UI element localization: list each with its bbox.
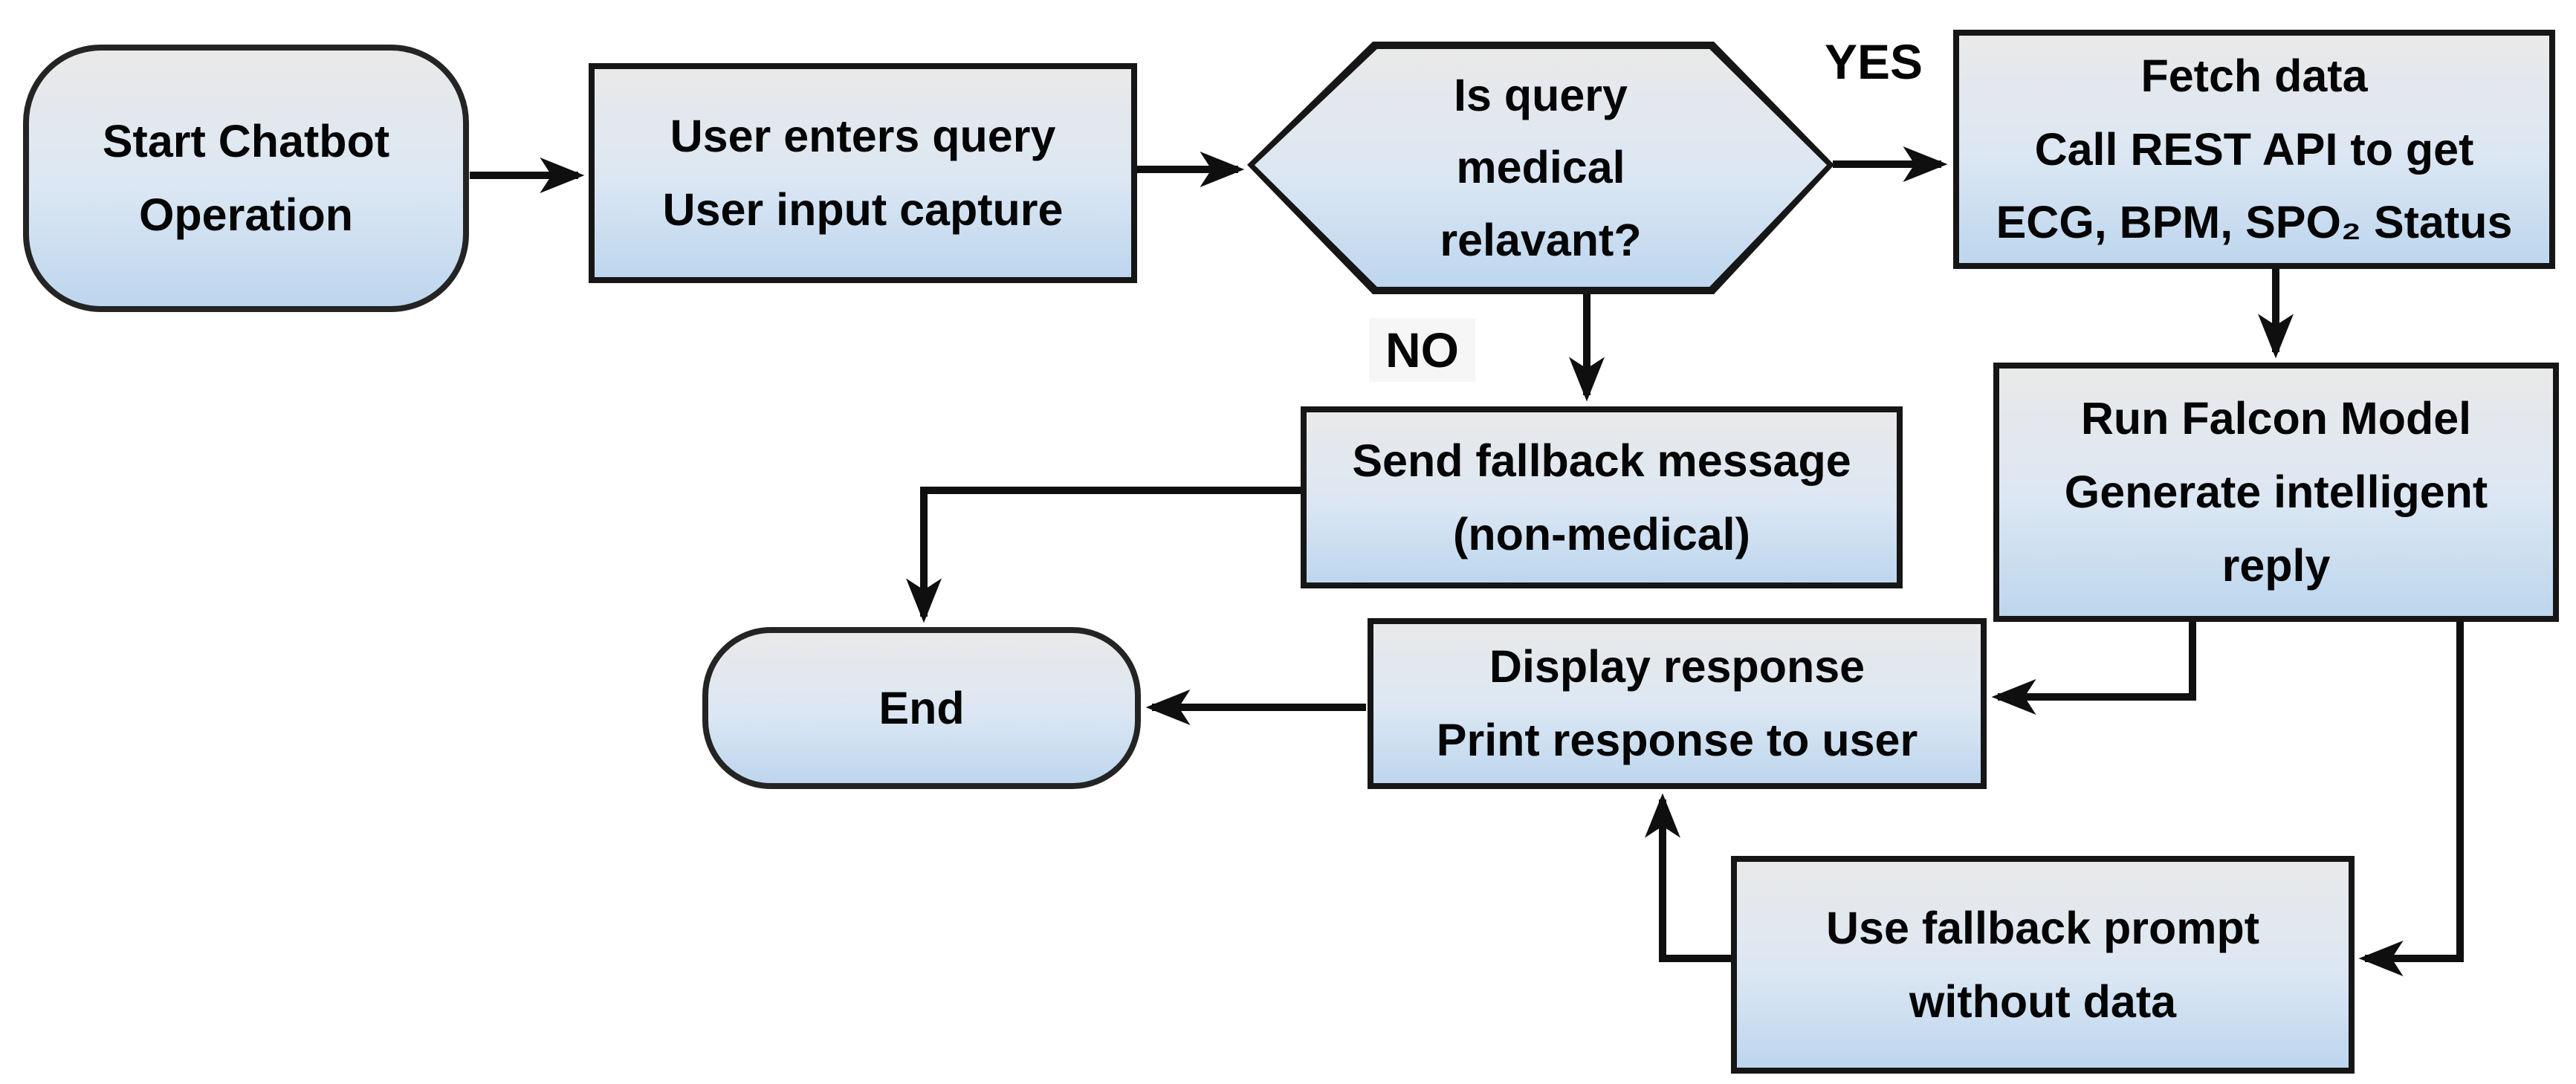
node-label-line: Is query: [1454, 69, 1628, 120]
node-label-line: Display response: [1489, 641, 1865, 692]
arrow-fallback-message-to-end: [906, 487, 1304, 623]
arrow-fallback-prompt-to-display-response: [1645, 793, 1732, 962]
node-label-line: User input capture: [662, 184, 1064, 235]
node-label-line: Send fallback message: [1352, 435, 1851, 486]
end-node: End: [702, 627, 1141, 789]
node-label-line: Use fallback prompt: [1825, 902, 2260, 953]
node-label-line: User enters query: [670, 111, 1056, 162]
node-label-line: Call REST API to get: [2034, 123, 2474, 175]
arrow-falcon-model-to-fallback-prompt: [2358, 620, 2464, 976]
fetch-data-node: Fetch data Call REST API to get ECG, BPM…: [1953, 30, 2555, 269]
start-node: Start Chatbot Operation: [23, 45, 469, 312]
yes-edge-label: YES: [1825, 34, 1923, 89]
node-label-line: Start Chatbot: [102, 116, 390, 167]
decision-node-label: Is query medical relavant?: [1247, 42, 1834, 294]
node-label-line: Fetch data: [2140, 50, 2368, 101]
node-label-line: without data: [1909, 976, 2177, 1027]
no-edge-label: NO: [1369, 318, 1475, 382]
decision-node-fill: [1255, 49, 1827, 287]
node-label-line: End: [878, 682, 965, 733]
node-label-line: Operation: [138, 189, 354, 240]
display-response-node: Display response Print response to user: [1368, 618, 1987, 789]
decision-node: [1247, 42, 1834, 294]
node-label-line: Generate intelligent: [2064, 467, 2488, 518]
node-label-line: (non-medical): [1453, 508, 1750, 559]
arrow-falcon-model-to-display-response: [1991, 620, 2196, 715]
node-label-line: Run Falcon Model: [2080, 393, 2472, 444]
falcon-model-node: Run Falcon Model Generate intelligent re…: [1993, 363, 2559, 622]
node-label-line: ECG, BPM, SPO₂ Status: [1996, 197, 2513, 248]
node-label-line: relavant?: [1440, 214, 1642, 265]
node-label-line: medical: [1456, 142, 1625, 193]
fallback-prompt-node: Use fallback prompt without data: [1731, 856, 2355, 1074]
node-label-line: Print response to user: [1436, 715, 1918, 765]
node-label-line: reply: [2221, 539, 2331, 591]
fallback-message-node: Send fallback message (non-medical): [1301, 406, 1903, 588]
user-input-node: User enters query User input capture: [589, 63, 1137, 283]
